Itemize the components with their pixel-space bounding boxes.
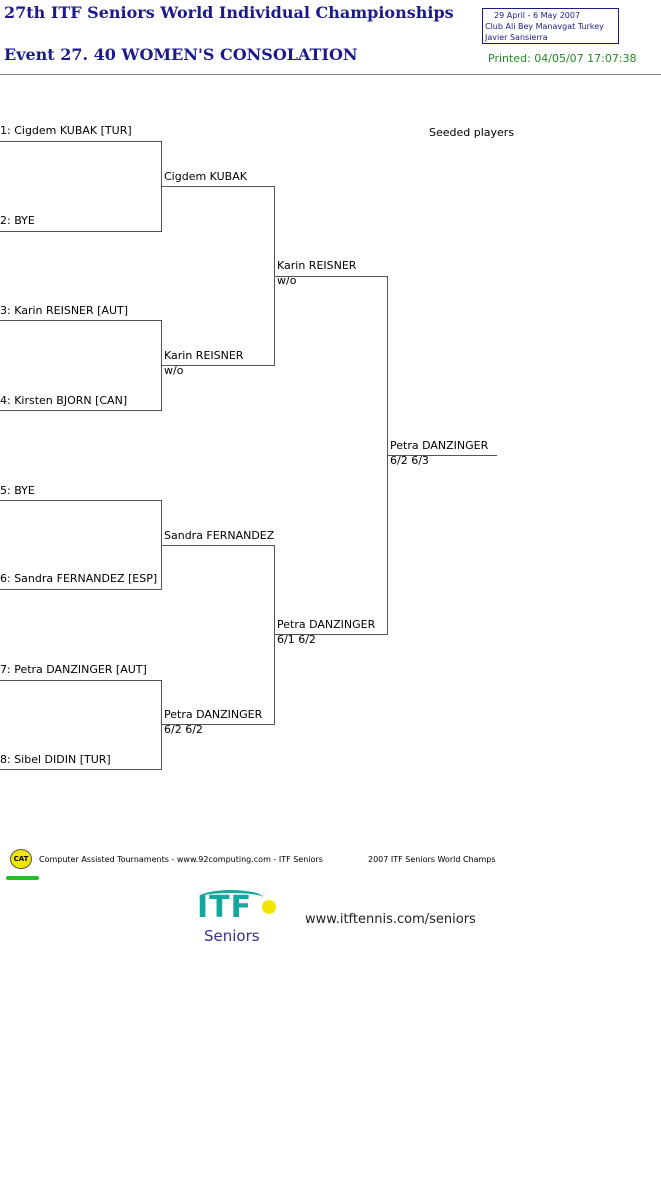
- final-score: 6/2 6/3: [390, 454, 429, 467]
- draw-line: [0, 320, 162, 321]
- tournament-title: 27th ITF Seniors World Individual Champi…: [4, 3, 454, 22]
- header-divider: [0, 74, 661, 75]
- round2-winner-3: Sandra FERNANDEZ: [164, 529, 275, 542]
- draw-connector: [274, 186, 275, 366]
- draw-line: [162, 365, 275, 366]
- semifinal-winner-2: Petra DANZINGER: [277, 618, 376, 631]
- footer-event-name: 2007 ITF Seniors World Champs: [368, 855, 496, 864]
- draw-connector: [161, 680, 162, 770]
- itf-logo-seniors: Seniors: [204, 927, 260, 945]
- draw-entry-6: 6: Sandra FERNANDEZ [ESP]: [0, 572, 158, 585]
- draw-line: [0, 589, 162, 590]
- draw-line: [388, 455, 497, 456]
- event-title: Event 27. 40 WOMEN'S CONSOLATION: [4, 45, 358, 64]
- final-winner: Petra DANZINGER: [390, 439, 489, 452]
- round2-score-2: w/o: [164, 364, 184, 377]
- draw-entry-4: 4: Kirsten BJORN [CAN]: [0, 394, 128, 407]
- itf-seniors-url: www.itftennis.com/seniors: [305, 912, 476, 927]
- round2-winner-2: Karin REISNER: [164, 349, 244, 362]
- round2-winner-1: Cigdem KUBAK: [164, 170, 247, 183]
- draw-connector: [161, 141, 162, 232]
- draw-entry-2: 2: BYE: [0, 214, 35, 227]
- draw-line: [0, 410, 162, 411]
- info-venue: Club Ali Bey Manavgat Turkey: [485, 22, 604, 31]
- itf-logo: ITF: [197, 890, 253, 925]
- draw-line: [162, 545, 275, 546]
- printed-timestamp: Printed: 04/05/07 17:07:38: [488, 52, 637, 65]
- cat-logo-underline: [6, 876, 39, 880]
- semifinal-winner-1: Karin REISNER: [277, 259, 357, 272]
- info-referee: Javier Sansierra: [485, 33, 548, 42]
- draw-line: [275, 276, 388, 277]
- itf-logo-arc-icon: [199, 890, 263, 905]
- draw-entry-5: 5: BYE: [0, 484, 35, 497]
- semifinal-score-1: w/o: [277, 274, 297, 287]
- semifinal-score-2: 6/1 6/2: [277, 633, 316, 646]
- draw-line: [275, 634, 388, 635]
- draw-line: [0, 231, 162, 232]
- draw-connector: [161, 320, 162, 411]
- draw-connector: [161, 500, 162, 590]
- footer-credit: Computer Assisted Tournaments - www.92co…: [39, 855, 323, 864]
- draw-connector: [274, 545, 275, 725]
- info-dates: 29 April - 6 May 2007: [494, 11, 581, 20]
- round2-winner-4: Petra DANZINGER: [164, 708, 263, 721]
- info-box: 29 April - 6 May 2007 Club Ali Bey Manav…: [482, 8, 619, 44]
- draw-line: [0, 769, 162, 770]
- draw-line: [0, 141, 162, 142]
- draw-line: [0, 500, 162, 501]
- draw-line: [162, 724, 275, 725]
- draw-line: [0, 680, 162, 681]
- tennis-ball-icon: [262, 900, 276, 914]
- draw-entry-8: 8: Sibel DIDIN [TUR]: [0, 753, 111, 766]
- draw-connector: [387, 276, 388, 635]
- draw-entry-3: 3: Karin REISNER [AUT]: [0, 304, 129, 317]
- seeded-players-label: Seeded players: [429, 126, 515, 139]
- draw-line: [162, 186, 275, 187]
- round2-score-4: 6/2 6/2: [164, 723, 203, 736]
- draw-entry-7: 7: Petra DANZINGER [AUT]: [0, 663, 147, 676]
- cat-logo-icon: CAT: [10, 849, 32, 869]
- draw-entry-1: 1: Cigdem KUBAK [TUR]: [0, 124, 132, 137]
